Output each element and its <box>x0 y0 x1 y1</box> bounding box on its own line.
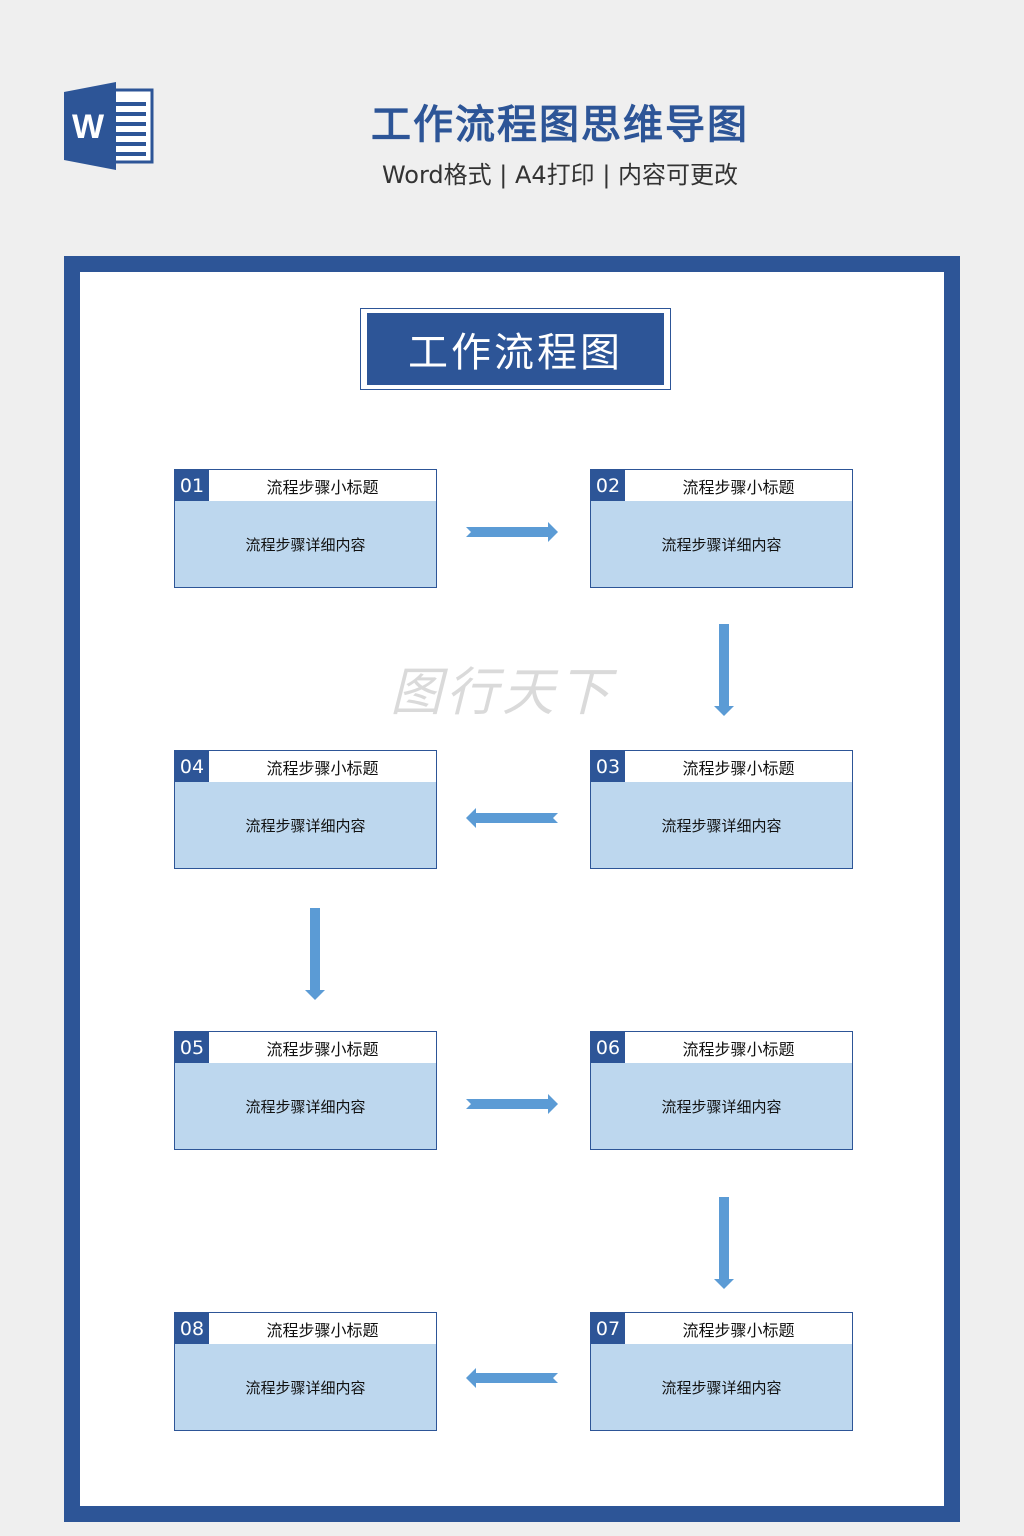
step-number: 06 <box>591 1032 625 1063</box>
step-detail: 流程步骤详细内容 <box>661 816 782 835</box>
step-detail: 流程步骤详细内容 <box>661 1097 782 1116</box>
svg-text:W: W <box>72 108 105 146</box>
step-header <box>591 470 852 501</box>
flowchart-title: 工作流程图 <box>367 313 664 385</box>
step-header <box>591 1313 852 1344</box>
step-detail: 流程步骤详细内容 <box>245 1097 366 1116</box>
step-number: 04 <box>175 751 209 782</box>
arrow-left-icon <box>466 1368 558 1388</box>
step-box-08: 08 流程步骤小标题 流程步骤详细内容 <box>174 1312 437 1431</box>
step-number: 01 <box>175 470 209 501</box>
step-detail: 流程步骤详细内容 <box>245 816 366 835</box>
step-header <box>591 1032 852 1063</box>
arrow-right-icon <box>466 1094 558 1114</box>
step-number: 03 <box>591 751 625 782</box>
step-subtitle: 流程步骤小标题 <box>682 477 795 497</box>
step-subtitle: 流程步骤小标题 <box>266 758 379 778</box>
step-header <box>175 470 436 501</box>
document-frame <box>64 256 960 1522</box>
step-box-04: 04 流程步骤小标题 流程步骤详细内容 <box>174 750 437 869</box>
step-detail: 流程步骤详细内容 <box>661 535 782 554</box>
step-number: 05 <box>175 1032 209 1063</box>
arrow-left-icon <box>466 808 558 828</box>
step-number: 02 <box>591 470 625 501</box>
step-header <box>175 1313 436 1344</box>
arrow-down-icon <box>305 908 325 1000</box>
step-detail: 流程步骤详细内容 <box>661 1378 782 1397</box>
step-subtitle: 流程步骤小标题 <box>682 1039 795 1059</box>
step-header <box>175 1032 436 1063</box>
step-box-05: 05 流程步骤小标题 流程步骤详细内容 <box>174 1031 437 1150</box>
watermark: 图行天下 <box>390 663 615 723</box>
step-box-02: 02 流程步骤小标题 流程步骤详细内容 <box>590 469 853 588</box>
step-subtitle: 流程步骤小标题 <box>266 1039 379 1059</box>
step-detail: 流程步骤详细内容 <box>245 535 366 554</box>
step-box-06: 06 流程步骤小标题 流程步骤详细内容 <box>590 1031 853 1150</box>
page-title: 工作流程图思维导图 <box>371 102 749 148</box>
step-box-01: 01 流程步骤小标题 流程步骤详细内容 <box>174 469 437 588</box>
step-box-07: 07 流程步骤小标题 流程步骤详细内容 <box>590 1312 853 1431</box>
word-icon: W <box>64 82 154 170</box>
step-subtitle: 流程步骤小标题 <box>682 758 795 778</box>
step-subtitle: 流程步骤小标题 <box>266 1320 379 1340</box>
step-subtitle: 流程步骤小标题 <box>682 1320 795 1340</box>
page-subtitle: Word格式 | A4打印 | 内容可更改 <box>381 161 739 189</box>
step-box-03: 03 流程步骤小标题 流程步骤详细内容 <box>590 750 853 869</box>
step-subtitle: 流程步骤小标题 <box>266 477 379 497</box>
step-header <box>591 751 852 782</box>
arrow-down-icon <box>714 1197 734 1289</box>
flowchart-title-box: 工作流程图 <box>360 308 671 390</box>
step-detail: 流程步骤详细内容 <box>245 1378 366 1397</box>
step-number: 08 <box>175 1313 209 1344</box>
step-header <box>175 751 436 782</box>
step-number: 07 <box>591 1313 625 1344</box>
arrow-right-icon <box>466 522 558 542</box>
arrow-down-icon <box>714 624 734 716</box>
